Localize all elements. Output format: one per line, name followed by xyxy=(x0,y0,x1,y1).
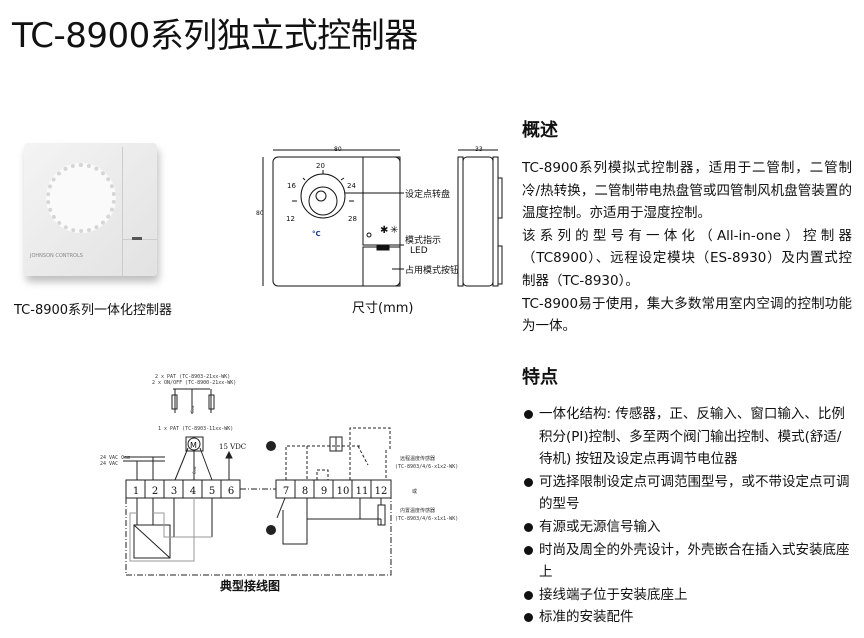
terminal-3: 3 xyxy=(171,486,177,497)
width-dim: 80 xyxy=(334,146,342,153)
scale-16: 16 xyxy=(287,182,296,190)
terminal-12: 12 xyxy=(375,486,388,497)
scale-24: 24 xyxy=(347,182,356,190)
label-1x-pat: 1 x PAT (TC-8903-11xx-WK) xyxy=(158,426,233,432)
unit-label: °C xyxy=(312,230,321,238)
dial-knob xyxy=(46,163,116,233)
dimension-drawing: 80 80 33 xyxy=(256,146,503,287)
label-24vac: 24 VAC xyxy=(100,461,118,467)
list-item: 时尚及周全的外壳设计，外壳嵌合在插入式安装底座上 xyxy=(522,539,852,584)
overview-text: TC-8900系列模拟式控制器，适用于二管制，二管制冷/热转换，二管制带电热盘管… xyxy=(522,157,852,338)
label-15vdc: 15 VDC xyxy=(219,443,246,451)
controller-photo: JOHNSON CONTROLS xyxy=(24,143,157,276)
overview-paragraph: TC-8900易于使用，集大多数常用室内空调的控制功能为一体。 xyxy=(522,295,852,335)
motor-label: M xyxy=(190,441,197,450)
sun-icon: ✳ xyxy=(390,225,398,236)
label-com: Com xyxy=(190,405,195,413)
label-mode-led: 模式指示 xyxy=(405,234,441,246)
list-item: 接线端子位于安装底座上 xyxy=(522,584,852,607)
list-item: 标准的安装配件 xyxy=(522,606,852,629)
wiring-diagram xyxy=(123,388,392,576)
label-com-2: Com xyxy=(192,466,197,474)
scale-28: 28 xyxy=(348,215,357,223)
terminal-1: 1 xyxy=(133,486,139,497)
label-or: 或 xyxy=(412,488,417,495)
overview-paragraph: TC-8900系列模拟式控制器，适用于二管制，二管制冷/热转换，二管制带电热盘管… xyxy=(522,160,852,222)
terminal-9: 9 xyxy=(321,486,327,497)
wiring-caption: 典型接线图 xyxy=(220,578,280,593)
label-2x-pat: 2 x PAT (TC-8903-21xx-WK) xyxy=(155,374,230,380)
label-setpoint-dial: 设定点转盘 xyxy=(405,188,450,200)
terminal-2: 2 xyxy=(152,486,158,497)
height-dim: 80 xyxy=(256,210,264,217)
label-remote-model: (TC-8903/4/6-x1x2-WK) xyxy=(395,464,458,470)
sensor-icon xyxy=(266,441,276,451)
label-remote-sensor: 远程温度传感器 xyxy=(400,455,435,462)
list-item: 有源或无源信号输入 xyxy=(522,516,852,539)
label-occupancy-button: 占用模式按钮 xyxy=(405,264,459,276)
sun-icon: ✱ xyxy=(380,225,388,236)
features-list: 一体化结构: 传感器，正、反输入、窗口输入、比例积分(PI)控制、多至两个阀门输… xyxy=(522,403,852,629)
terminal-5: 5 xyxy=(209,486,215,497)
photo-caption: TC-8900系列一体化控制器 xyxy=(14,303,173,318)
depth-dim: 33 xyxy=(475,146,483,153)
terminal-7: 7 xyxy=(283,486,289,497)
overview-paragraph: 该系列的型号有一体化（All-in-one）控制器（TC8900）、远程设定模块… xyxy=(522,227,852,289)
label-24vac-com: 24 VAC Com xyxy=(100,455,130,461)
terminal-4: 4 xyxy=(190,486,196,497)
sensor-icon xyxy=(266,525,276,535)
terminal-6: 6 xyxy=(228,486,234,497)
list-item: 可选择限制设定点可调范围型号，或不带设定点可调的型号 xyxy=(522,471,852,516)
terminal-8: 8 xyxy=(302,486,308,497)
terminal-11: 11 xyxy=(356,486,369,497)
scale-12: 12 xyxy=(286,215,295,223)
label-led: LED xyxy=(410,246,428,256)
brand-logo: JOHNSON CONTROLS xyxy=(30,253,83,259)
overview-heading: 概述 xyxy=(522,120,558,141)
terminal-10: 10 xyxy=(337,486,350,497)
list-item: 一体化结构: 传感器，正、反输入、窗口输入、比例积分(PI)控制、多至两个阀门输… xyxy=(522,403,852,471)
dimension-caption: 尺寸(mm) xyxy=(352,301,413,316)
scale-20: 20 xyxy=(316,162,325,170)
label-2x-onoff: 2 x ON/OFF (TC-8900-21xx-WK) xyxy=(152,380,236,386)
label-internal-model: (TC-8903/4/6-x1x1-WK) xyxy=(395,516,458,522)
page-title: TC-8900系列独立式控制器 xyxy=(12,16,418,56)
features-heading: 特点 xyxy=(522,367,558,388)
label-internal-sensor: 内置温度传感器 xyxy=(400,507,435,514)
